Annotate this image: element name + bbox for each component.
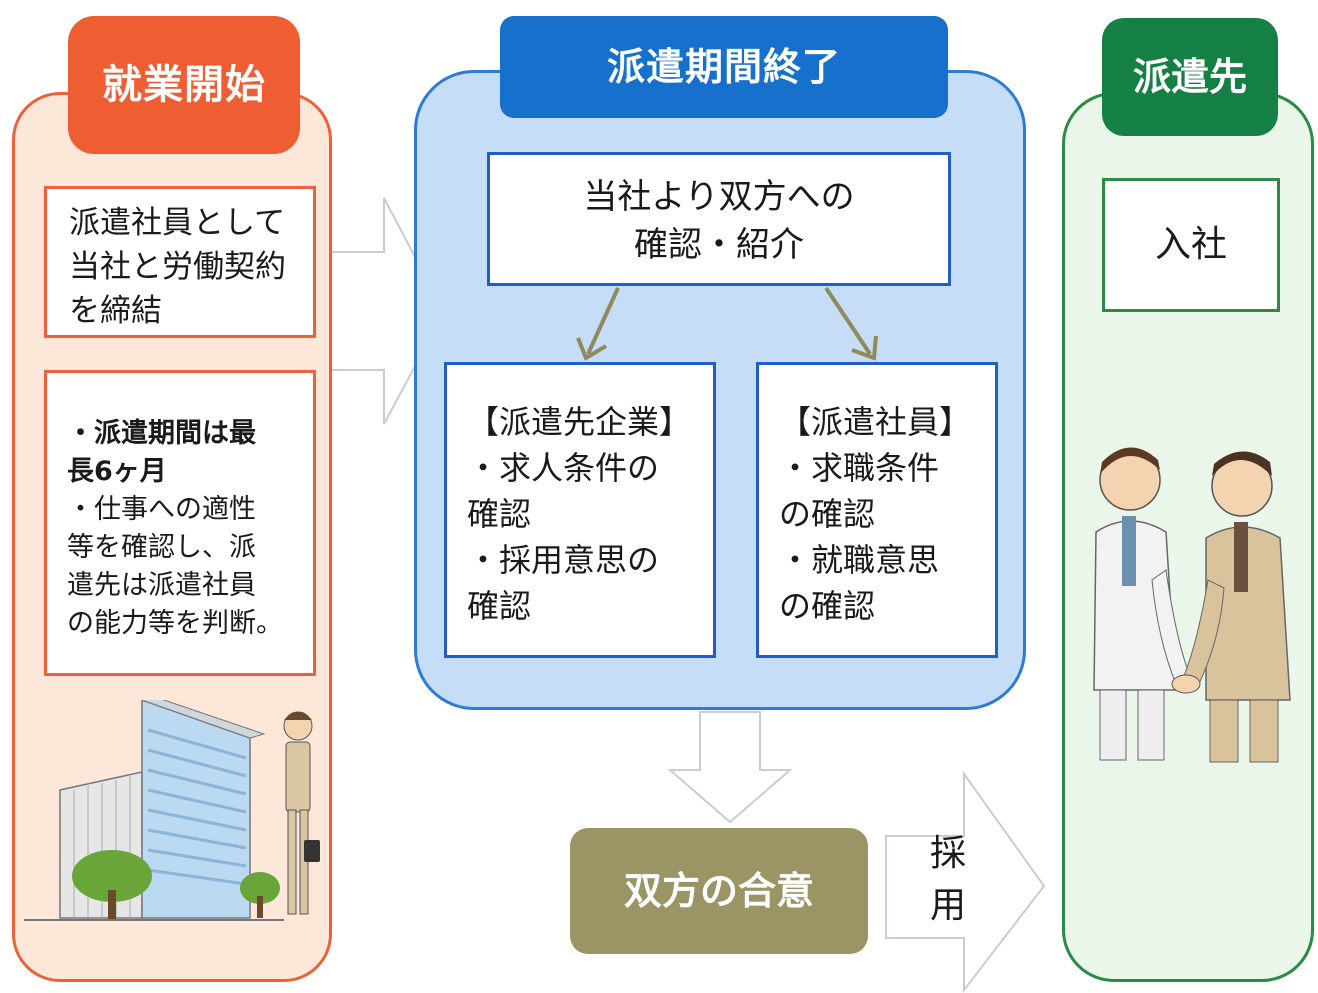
dispatch-worker-card: 【派遣社員】 ・求職条件 の確認 ・就職意思 の確認 (756, 362, 998, 658)
work-start-title: 就業開始 (68, 16, 300, 154)
branch-arrows (576, 286, 878, 361)
contract-box: 派遣社員として当社と労働契約を締結 (44, 186, 316, 338)
dispatch-period-box: ・派遣期間は最 長6ヶ月 ・仕事への適性 等を確認し、派 遣先は派遣社員 の能力… (44, 370, 316, 676)
client-title: 派遣先 (1102, 18, 1278, 136)
confirmation-box: 当社より双方への 確認・紹介 (487, 152, 951, 286)
dispatch-end-title: 派遣期間終了 (500, 16, 948, 118)
mutual-agreement-box: 双方の合意 (570, 828, 868, 954)
office-building-illustration (24, 700, 320, 921)
hire-label-char-1: 採 (929, 833, 966, 874)
confirmation-line-1: 当社より双方への (583, 177, 855, 217)
max-period-text: ・派遣期間は最 長6ヶ月 (67, 418, 256, 487)
confirmation-line-2: 確認・紹介 (634, 225, 804, 265)
join-company-box: 入社 (1102, 178, 1280, 312)
down-arrow (667, 711, 793, 824)
client-company-card: 【派遣先企業】 ・求人条件の 確認 ・採用意思の 確認 (444, 362, 716, 658)
aptitude-text: ・仕事への適性 等を確認し、派 遣先は派遣社員 の能力等を判断。 (67, 494, 283, 639)
hire-arrow (885, 770, 1046, 993)
hire-label-char-2: 用 (929, 885, 966, 926)
handshake-illustration (1093, 447, 1291, 763)
hire-label: 採 用 (918, 828, 978, 932)
